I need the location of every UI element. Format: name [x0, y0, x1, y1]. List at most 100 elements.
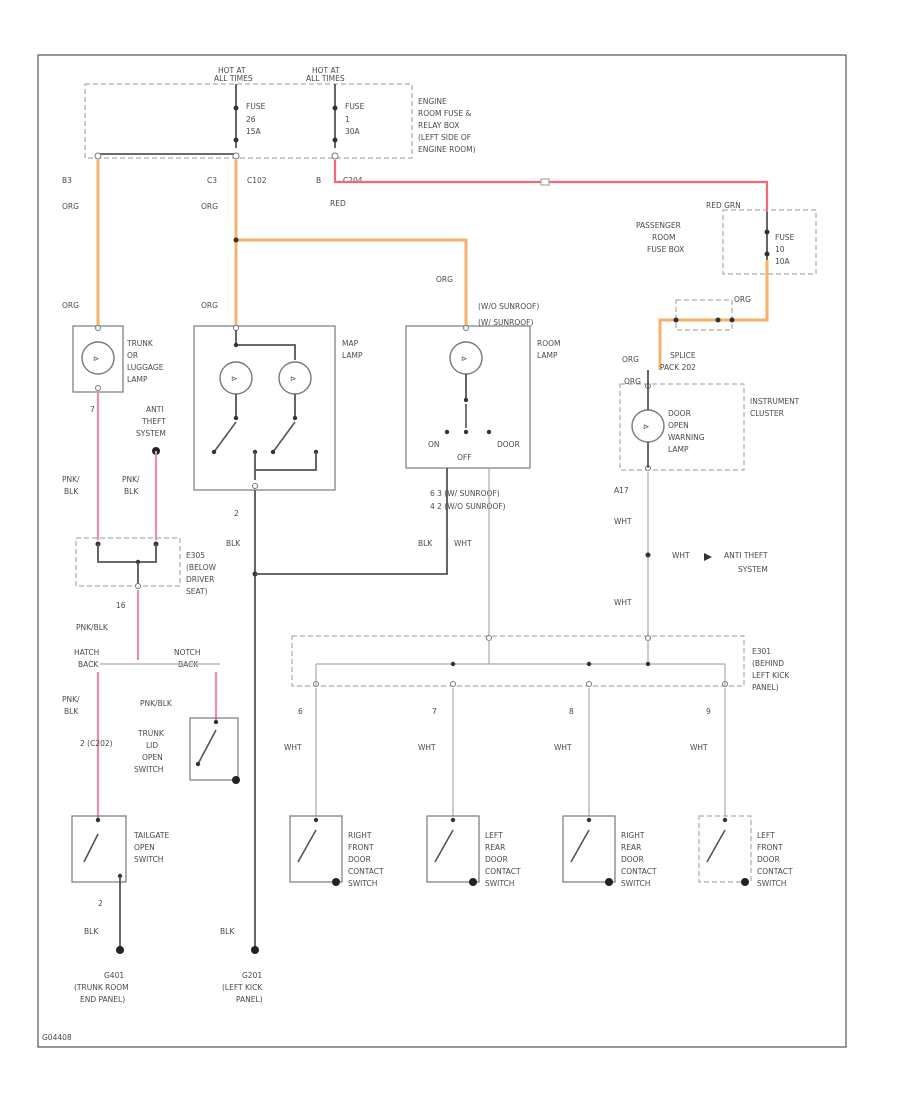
lf-door-switch: LEFT FRONT DOOR CONTACT SWITCH: [698, 815, 793, 888]
e305-label-3: DRIVER: [186, 575, 214, 584]
g401-label-3: END PANEL): [80, 995, 125, 1004]
fuse-1-number: 1: [345, 115, 350, 124]
trunk-lamp: ⊳ TRUNK OR LUGGAGE LAMP: [72, 325, 164, 393]
pin-2-tail: 2: [98, 899, 103, 908]
rf-door-label-4: CONTACT: [348, 867, 384, 876]
fuse-1-rating: 30A: [345, 127, 361, 136]
anti-theft-top-1: ANTI: [146, 405, 164, 414]
room-switch-off: OFF: [457, 453, 472, 462]
g201-label-1: G201: [242, 971, 262, 980]
room-pin-note-1: (W/O SUNROOF): [478, 302, 539, 311]
pin-b: B: [316, 176, 321, 185]
room-lamp: ⊳ ON OFF DOOR (W/O SUNROOF) (W/ SUNROOF)…: [405, 302, 561, 469]
engine-box-label-2: ROOM FUSE &: [418, 109, 472, 118]
pin-c3: C3: [207, 176, 217, 185]
lr-door-switch: LEFT REAR DOOR CONTACT SWITCH: [426, 815, 521, 888]
anti-theft-top-3: SYSTEM: [136, 429, 166, 438]
svg-text:⊳: ⊳: [643, 422, 649, 431]
wire-red: [333, 160, 769, 212]
connector-c204: C204: [343, 176, 363, 185]
hot-label-2: HOT AT: [312, 66, 340, 75]
wht-row-1: WHT: [284, 743, 302, 752]
svg-text:⊳: ⊳: [93, 354, 99, 363]
wire-org-top-map: ORG: [201, 301, 218, 310]
wht-row-4: WHT: [690, 743, 708, 752]
diagram-frame: [37, 54, 847, 1048]
lf-door-label-3: DOOR: [757, 855, 780, 864]
tailgate-switch: TAILGATE OPEN SWITCH: [71, 815, 169, 883]
trunk-lamp-label-4: LAMP: [127, 375, 148, 384]
engine-box-label-3: RELAY BOX: [418, 121, 459, 130]
svg-text:⊳: ⊳: [461, 354, 467, 363]
wht-row-2: WHT: [418, 743, 436, 752]
wire-blk-g201-label: BLK: [220, 927, 235, 936]
svg-text:⊳: ⊳: [231, 374, 237, 383]
wire-blk-room-label: BLK: [418, 539, 433, 548]
room-pins-line-1: 6 3 (W/ SUNROOF): [430, 489, 500, 498]
pin-a17: A17: [614, 486, 629, 495]
pin-7: 7: [90, 405, 95, 414]
lf-door-label-2: FRONT: [757, 843, 783, 852]
splice-label-1: SPLICE: [670, 351, 696, 360]
instrument-cluster: ⊳ DOOR OPEN WARNING LAMP INSTRUMENT CLUS…: [619, 370, 800, 471]
trunk-lamp-label-3: LUGGAGE: [127, 363, 164, 372]
hot-label-1: HOT AT: [218, 66, 246, 75]
trunk-lid-label-3: OPEN: [142, 753, 163, 762]
fuse-26-number: 26: [246, 115, 256, 124]
e305-splice: E305 (BELOW DRIVER SEAT): [75, 537, 217, 596]
svg-text:NOTCH: NOTCH: [174, 648, 201, 657]
map-lamp: ⊳ ⊳ MAP LAMP: [193, 325, 363, 491]
c202-note: 2 (C202): [80, 739, 113, 748]
room-lamp-label-2: LAMP: [537, 351, 558, 360]
wire-org-top-trunk: ORG: [62, 301, 79, 310]
rr-door-label-1: RIGHT: [621, 831, 645, 840]
lr-door-label-5: SWITCH: [485, 879, 514, 888]
wire-org-pass-label: ORG: [734, 295, 751, 304]
rr-door-label-3: DOOR: [621, 855, 644, 864]
hot-label-1b: ALL TIMES: [214, 74, 253, 83]
lr-door-label-1: LEFT: [485, 831, 503, 840]
trunk-lid-label-1: TRUNK: [137, 729, 165, 738]
e301-label-4: PANEL): [752, 683, 779, 692]
rr-door-label-4: CONTACT: [621, 867, 657, 876]
wire-org-label-1: ORG: [62, 202, 79, 211]
fuse-10-rating: 10A: [775, 257, 791, 266]
pnk-blk-4b: BLK: [64, 707, 79, 716]
fuse-1-label: FUSE: [345, 102, 365, 111]
room-switch-door: DOOR: [497, 440, 520, 449]
engine-room-fuse-box: HOT AT ALL TIMES HOT AT ALL TIMES FUSE 2…: [84, 66, 476, 159]
lr-door-label-2: REAR: [485, 843, 505, 852]
passenger-fuse-box: PASSENGER ROOM FUSE BOX FUSE 10 10A: [636, 209, 817, 275]
wire-blk-map-label: BLK: [226, 539, 241, 548]
cluster-label-2: CLUSTER: [750, 409, 784, 418]
svg-text:HATCH: HATCH: [74, 648, 99, 657]
rf-door-switch: RIGHT FRONT DOOR CONTACT SWITCH: [289, 815, 384, 888]
wire-blk-tail-label: BLK: [84, 927, 99, 936]
engine-box-label-1: ENGINE: [418, 97, 447, 106]
trunk-lamp-label-2: OR: [127, 351, 138, 360]
e305-label-2: (BELOW: [186, 563, 217, 572]
pnk-blk-1a: PNK/: [62, 475, 80, 484]
anti-theft-right-2: SYSTEM: [738, 565, 768, 574]
connector-c102: C102: [247, 176, 267, 185]
pin-16: 16: [116, 601, 126, 610]
lr-door-label-3: DOOR: [485, 855, 508, 864]
g401-label-1: G401: [104, 971, 124, 980]
anti-theft-top-2: THEFT: [141, 417, 166, 426]
svg-text:⊳: ⊳: [290, 374, 296, 383]
rf-door-label-2: FRONT: [348, 843, 374, 852]
wire-red-grn-label: RED GRN: [706, 201, 741, 210]
tailgate-label-2: OPEN: [134, 843, 155, 852]
map-lamp-label-2: LAMP: [342, 351, 363, 360]
rr-door-switch: RIGHT REAR DOOR CONTACT SWITCH: [562, 815, 657, 888]
hot-label-2b: ALL TIMES: [306, 74, 345, 83]
pass-box-label-2: ROOM: [652, 233, 676, 242]
wire-org-splice: [658, 260, 769, 370]
lf-door-label-5: SWITCH: [757, 879, 786, 888]
room-switch-on: ON: [428, 440, 440, 449]
fuse-10-label: FUSE: [775, 233, 795, 242]
map-lamp-label-1: MAP: [342, 339, 359, 348]
pin-b3: B3: [62, 176, 72, 185]
splice-pin-label: ORG: [624, 377, 641, 386]
wire-wht-room-label: WHT: [454, 539, 472, 548]
